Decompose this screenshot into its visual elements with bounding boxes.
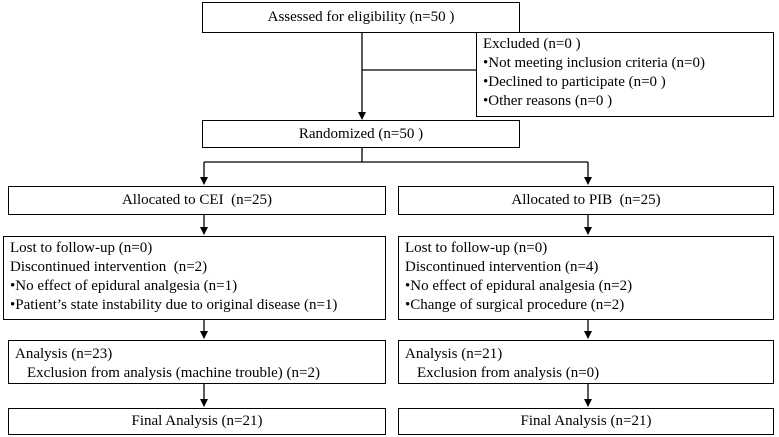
final-box-pib: Final Analysis (n=21) — [398, 408, 774, 435]
allocation-label: Allocated to PIB (n=25) — [511, 192, 661, 208]
analysis-exclusion-line: Exclusion from analysis (n=0) — [417, 365, 600, 381]
analysis-line: Analysis (n=23) — [15, 346, 113, 362]
final-box-cei: Final Analysis (n=21) — [8, 408, 386, 435]
allocation-label: Allocated to CEI (n=25) — [121, 192, 273, 208]
followup-line: Discontinued intervention (n=2) — [10, 259, 208, 275]
followup-line: Lost to follow-up (n=0) — [405, 240, 548, 256]
followup-box-cei: Lost to follow-up (n=0) Discontinued int… — [3, 236, 386, 320]
eligibility-label: Assessed for eligibility (n=50 ) — [267, 9, 455, 25]
final-label: Final Analysis (n=21) — [520, 413, 652, 429]
excluded-item: •Not meeting inclusion criteria (n=0) — [483, 55, 705, 71]
followup-line: •Patient’s state instability due to orig… — [10, 297, 338, 313]
allocation-box-pib: Allocated to PIB (n=25) — [398, 186, 774, 215]
excluded-item: •Declined to participate (n=0 ) — [483, 74, 666, 90]
allocation-box-cei: Allocated to CEI (n=25) — [8, 186, 386, 215]
followup-line: •Change of surgical procedure (n=2) — [405, 297, 625, 313]
eligibility-box: Assessed for eligibility (n=50 ) — [202, 2, 520, 33]
analysis-line: Analysis (n=21) — [405, 346, 503, 362]
followup-line: •No effect of epidural analgesia (n=1) — [10, 278, 238, 294]
randomized-box: Randomized (n=50 ) — [202, 120, 520, 148]
excluded-box: Excluded (n=0 ) •Not meeting inclusion c… — [476, 32, 774, 117]
analysis-box-pib: Analysis (n=21) Exclusion from analysis … — [398, 340, 774, 384]
excluded-title: Excluded (n=0 ) — [483, 36, 581, 52]
randomized-label: Randomized (n=50 ) — [298, 125, 424, 142]
analysis-exclusion-line: Exclusion from analysis (machine trouble… — [27, 365, 320, 381]
followup-box-pib: Lost to follow-up (n=0) Discontinued int… — [398, 236, 774, 320]
final-label: Final Analysis (n=21) — [131, 413, 263, 429]
analysis-box-cei: Analysis (n=23) Exclusion from analysis … — [8, 340, 386, 384]
followup-line: •No effect of epidural analgesia (n=2) — [405, 278, 633, 294]
followup-line: Discontinued intervention (n=4) — [405, 259, 599, 275]
followup-line: Lost to follow-up (n=0) — [10, 240, 153, 256]
excluded-item: •Other reasons (n=0 ) — [483, 93, 613, 109]
